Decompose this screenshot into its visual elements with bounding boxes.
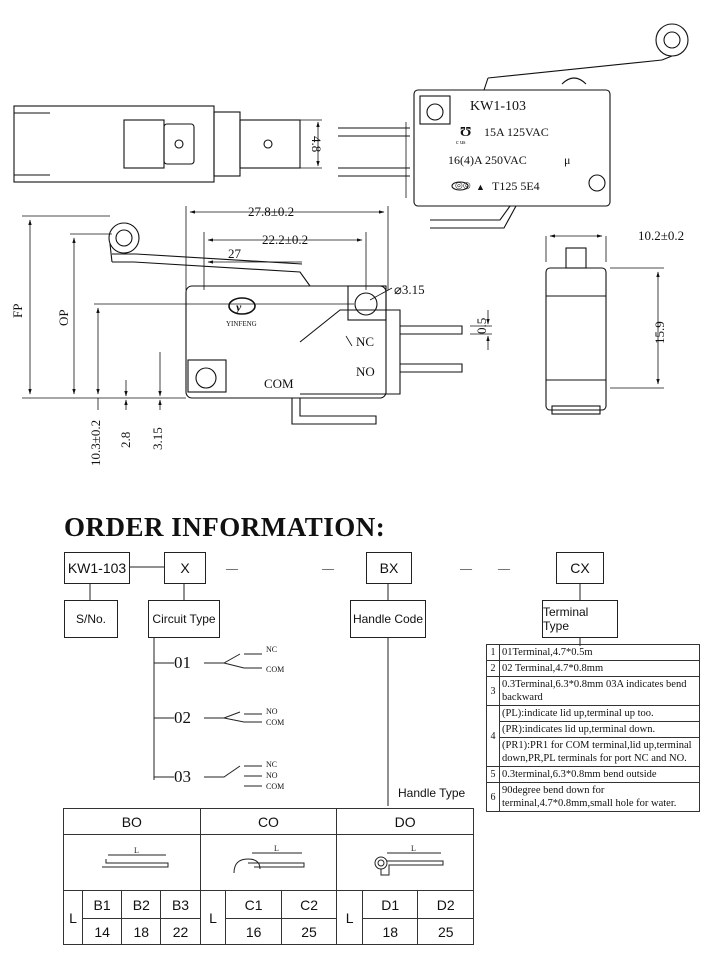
dim-hole: ⌀3.15: [394, 282, 425, 297]
main-side-view: [108, 222, 463, 425]
circuit-03: 03: [174, 767, 191, 786]
terminal-type-label-box: Terminal Type: [542, 600, 618, 638]
svg-text:L: L: [274, 844, 279, 853]
svg-text:NC: NC: [266, 760, 277, 769]
circuit-02: 02: [174, 708, 191, 727]
svg-text:L: L: [411, 844, 416, 853]
dim-22-2: 22.2±0.2: [262, 232, 308, 247]
circuit-type-label-box: Circuit Type: [148, 600, 220, 638]
handle-code-label-box: Handle Code: [350, 600, 426, 638]
dim-0-5: 0.5: [474, 318, 489, 334]
dim-3-15: 3.15: [150, 427, 165, 450]
svg-text:▲: ▲: [476, 182, 485, 192]
front-view-top: [338, 23, 689, 229]
svg-text:COM: COM: [266, 665, 284, 674]
code-bx-box: BX: [366, 552, 412, 584]
svg-text:—: —: [321, 561, 335, 575]
brand-logo: y YINFENG: [226, 297, 257, 328]
code-model-box: KW1-103: [64, 552, 130, 584]
svg-text:NC: NC: [266, 645, 277, 654]
handle-co-sketch: L: [199, 834, 338, 891]
svg-text:NO: NO: [266, 707, 278, 716]
model-label: KW1-103: [470, 99, 526, 114]
circuit-01: 01: [174, 653, 191, 672]
group-co: CO: [199, 808, 338, 835]
group-bo: BO: [63, 808, 201, 835]
rating-1: 15A 125VAC: [484, 125, 549, 139]
order-connectors: NC COM NO COM NC NO COM 01 02 03 — — — —: [89, 561, 581, 806]
right-view: [545, 247, 607, 415]
svg-text:y: y: [234, 300, 242, 314]
table-row: (PR1):PR1 for COM terminal,lid up,termin…: [487, 737, 700, 767]
order-information-title: ORDER INFORMATION:: [64, 512, 386, 542]
svg-text:—: —: [497, 561, 511, 575]
table-row: (PR):indicates lid up,terminal down.: [487, 721, 700, 738]
code-cx-box: CX: [556, 552, 604, 584]
svg-text:COM: COM: [266, 718, 284, 727]
svg-text:COM: COM: [266, 782, 284, 791]
dim-10-2: 10.2±0.2: [638, 228, 684, 243]
svg-text:c us: c us: [456, 140, 466, 146]
rating-3: T125 5E4: [492, 179, 540, 193]
no-label: NO: [356, 364, 375, 379]
dim-fp: FP: [10, 304, 25, 318]
handle-type-label: Handle Type: [398, 786, 466, 800]
handle-type-table: BO CO DO L L L L B1 B2 B3 L C1 C2 L D1 D…: [62, 808, 474, 945]
handle-bo-sketch: L: [63, 834, 201, 891]
rating-2: 16(4)A 250VAC: [448, 153, 527, 167]
svg-text:L: L: [134, 846, 139, 855]
dim-10-3: 10.3±0.2: [88, 420, 103, 466]
sno-label-box: S/No.: [64, 600, 118, 638]
svg-text:◎◎: ◎◎: [455, 180, 471, 190]
svg-text:—: —: [225, 561, 239, 575]
nc-label: NC: [356, 334, 374, 349]
dim-27: 27: [228, 246, 242, 261]
dim-op: OP: [56, 309, 71, 326]
dim-4-8: 4.8: [309, 136, 324, 152]
com-label: COM: [264, 376, 294, 391]
group-do: DO: [336, 808, 474, 835]
table-row: 4(PL):indicate lid up,terminal up too.: [486, 705, 700, 767]
dim-15-9: 15.9: [652, 321, 667, 344]
svg-text:—: —: [459, 561, 473, 575]
side-view-top: [13, 105, 322, 183]
ul-mark: Ʊ c us ◎◎ ▲: [455, 125, 485, 192]
dim-27-8: 27.8±0.2: [248, 204, 294, 219]
svg-text:Ʊ: Ʊ: [460, 125, 471, 140]
technical-drawing: y YINFENG Ʊ c us ◎◎ ▲ KW1-103 15A 125VAC…: [10, 23, 689, 466]
dim-2-8: 2.8: [118, 432, 133, 448]
code-x-box: X: [164, 552, 206, 584]
handle-do-sketch: L: [336, 834, 474, 891]
svg-text:YINFENG: YINFENG: [226, 320, 257, 328]
svg-text:NO: NO: [266, 771, 278, 780]
mu-symbol: μ: [564, 153, 570, 167]
